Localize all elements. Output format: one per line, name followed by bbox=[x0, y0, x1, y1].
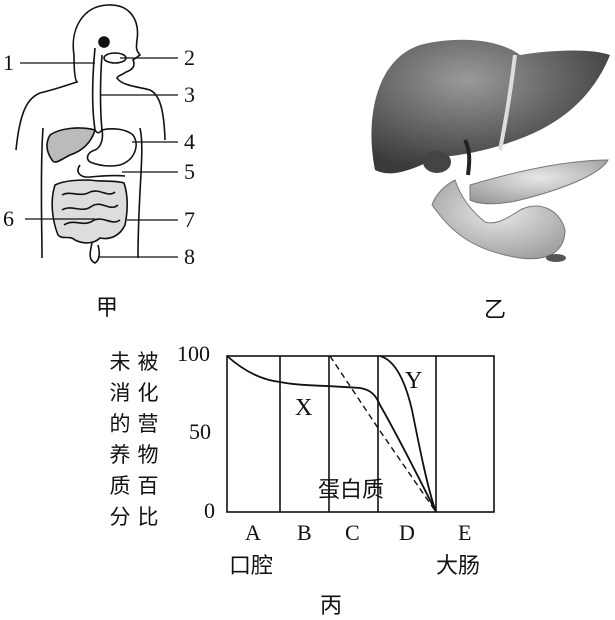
label-4: 4 bbox=[184, 129, 195, 154]
x-section-d: D bbox=[399, 520, 415, 545]
caption-bing: 丙 bbox=[320, 594, 343, 619]
x-sublabel-mouth: 口腔 bbox=[229, 554, 274, 579]
curve-x bbox=[226, 355, 437, 513]
label-1: 1 bbox=[3, 50, 14, 75]
curve-label-y: Y bbox=[405, 368, 423, 394]
caption-yi: 乙 bbox=[484, 298, 507, 323]
y-tick-50: 50 bbox=[189, 419, 211, 444]
x-section-c: C bbox=[345, 520, 360, 545]
label-8: 8 bbox=[184, 244, 195, 269]
x-section-e: E bbox=[458, 520, 472, 545]
y-axis-label-col1: 未 消 的 养 质 分 bbox=[109, 350, 131, 529]
curve-label-x: X bbox=[295, 395, 313, 421]
y-axis-label-col2: 被 化 营 物 百 比 bbox=[137, 350, 159, 529]
label-6: 6 bbox=[3, 206, 14, 231]
label-5: 5 bbox=[184, 159, 195, 184]
caption-jia: 甲 bbox=[96, 296, 119, 321]
curve-y bbox=[379, 355, 437, 513]
y-axis-label: 未 消 的 养 质 分 被 化 营 物 百 比 bbox=[107, 347, 161, 533]
y-tick-0: 0 bbox=[204, 498, 215, 523]
label-7: 7 bbox=[184, 207, 195, 232]
label-2: 2 bbox=[184, 45, 195, 70]
x-sublabel-large-intestine: 大肠 bbox=[436, 554, 481, 579]
x-section-a: A bbox=[245, 520, 261, 545]
x-section-b: B bbox=[297, 520, 312, 545]
curve-protein bbox=[329, 355, 437, 513]
y-tick-100: 100 bbox=[177, 341, 210, 366]
label-3: 3 bbox=[184, 82, 195, 107]
curve-label-protein: 蛋白质 bbox=[318, 478, 385, 503]
